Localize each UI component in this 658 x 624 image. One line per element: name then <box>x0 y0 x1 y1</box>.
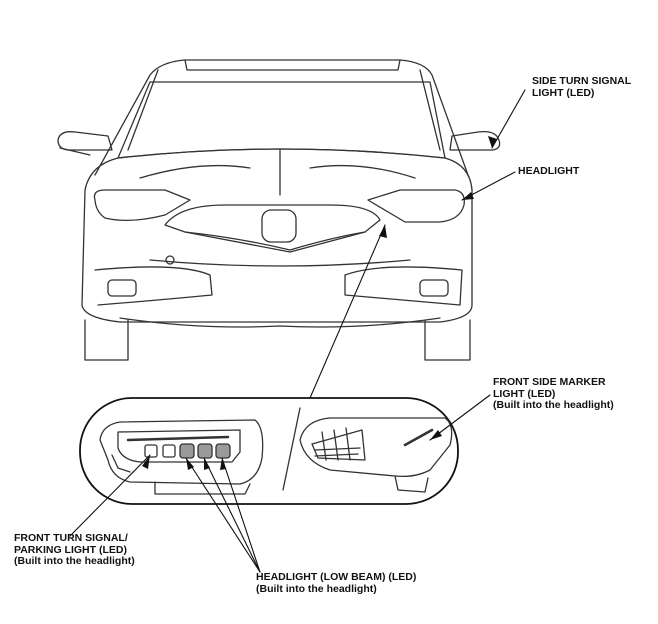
low-beam-label: HEADLIGHT (LOW BEAM) (LED) (Built into t… <box>256 571 417 595</box>
right-headlight <box>367 189 465 223</box>
car-front-view <box>57 59 501 361</box>
left-headlight <box>93 189 191 222</box>
low-beam-led-1 <box>179 443 195 459</box>
headlight-label: HEADLIGHT <box>518 165 580 177</box>
left-mirror <box>57 131 113 151</box>
low-beam-led-3 <box>215 443 231 459</box>
leader-lines <box>69 89 526 573</box>
emblem <box>261 209 297 243</box>
front-turn-parking-label: FRONT TURN SIGNAL/ PARKING LIGHT (LED) (… <box>14 532 135 567</box>
headlight-detail-front <box>99 419 264 495</box>
grille <box>164 204 381 251</box>
front-side-marker-label: FRONT SIDE MARKER LIGHT (LED) (Built int… <box>493 376 614 411</box>
side-turn-signal-label: SIDE TURN SIGNAL LIGHT (LED) <box>532 75 632 99</box>
low-beam-led-2 <box>197 443 213 459</box>
side-marker-strip <box>403 428 434 447</box>
headlight-detail-angled <box>299 417 453 493</box>
detail-inset-frame <box>79 397 459 505</box>
